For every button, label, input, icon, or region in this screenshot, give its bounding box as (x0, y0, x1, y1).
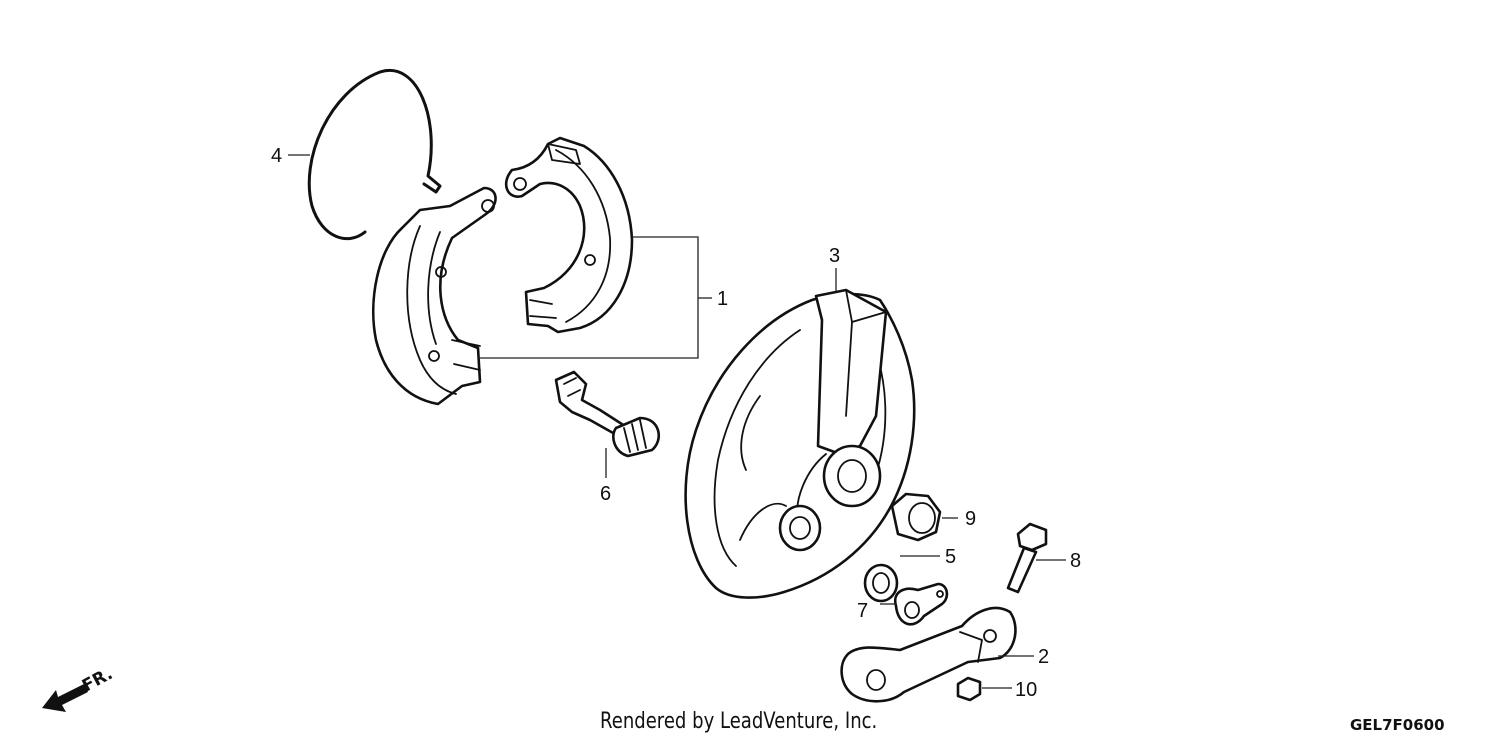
part-3-brake-panel (684, 288, 916, 599)
part-9-nut (890, 492, 942, 542)
callout-7: 7 (857, 600, 868, 622)
diagram-code: GEL7F0600 (1350, 716, 1445, 734)
callout-9: 9 (965, 508, 976, 530)
callout-10: 10 (1015, 679, 1037, 701)
callout-8: 8 (1070, 550, 1081, 572)
callouts: 4 1 3 6 9 5 8 7 2 10 (271, 145, 1081, 701)
callout-3: 3 (829, 245, 840, 267)
callout-5: 5 (945, 546, 956, 568)
part-6-cam-shaft (554, 370, 661, 458)
leader-lines (288, 154, 1066, 689)
part-8-bolt (1006, 522, 1048, 594)
callout-2: 2 (1038, 646, 1049, 668)
callout-4: 4 (271, 145, 282, 167)
part-1-brake-shoes (372, 136, 634, 406)
part-10-nut (956, 676, 982, 702)
part-2-brake-arm (840, 606, 1017, 703)
render-credit: Rendered by LeadVenture, Inc. (600, 709, 878, 734)
part-5-washer (863, 563, 899, 603)
front-arrow-icon (42, 684, 88, 712)
callout-6: 6 (600, 483, 611, 505)
part-7-indicator-plate (893, 582, 949, 626)
front-direction-marker: FR. (42, 664, 116, 712)
callout-1: 1 (717, 288, 728, 310)
part-4-spring-clip (307, 68, 442, 241)
